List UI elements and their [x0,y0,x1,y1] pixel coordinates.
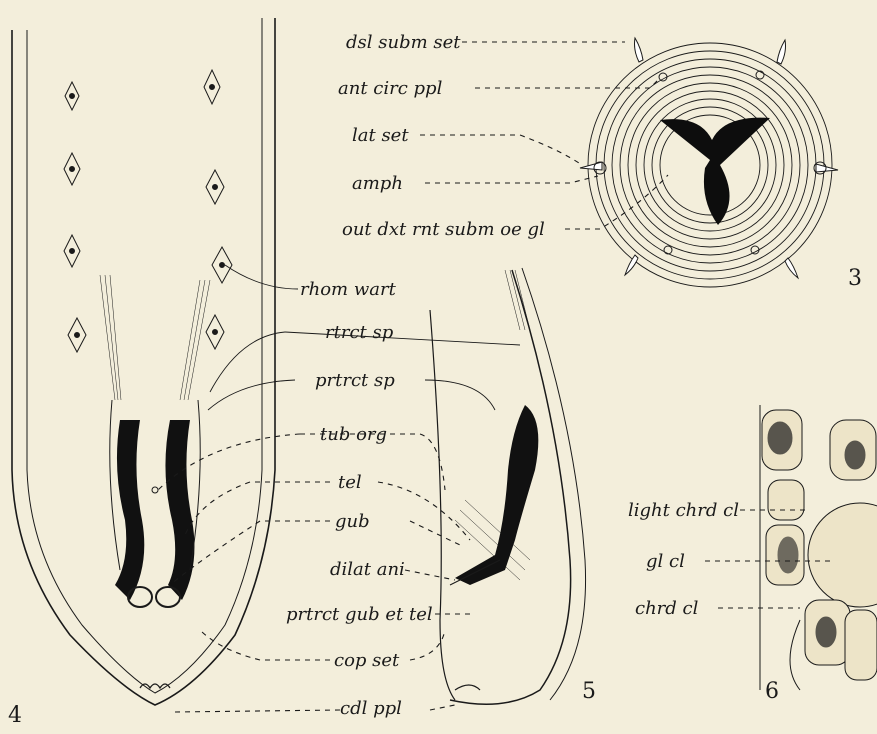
label-ant-circ-ppl: ant circ ppl [338,78,443,99]
figure-number-4: 4 [8,703,22,728]
label-gub: gub [335,511,370,532]
label-cdl-ppl: cdl ppl [340,698,402,719]
spicules-fig5 [455,405,538,585]
label-prtrct-gub-et-tel: prtrct gub et tel [286,604,433,625]
label-chrd-cl: chrd cl [635,598,699,619]
label-lat-set: lat set [352,125,409,146]
label-out-dxt-rnt-subm-oe-gl: out dxt rnt subm oe gl [342,219,545,240]
figure-number-6: 6 [765,679,779,704]
label-tub-org: tub org [320,424,387,445]
figure-6-cells [760,405,877,690]
figure-4-tail-ventral [12,18,275,705]
label-dilat-ani: dilat ani [330,559,405,580]
rhomboid-warts [64,70,232,352]
label-dsl-subm-set: dsl subm set [346,32,461,53]
label-tel: tel [338,472,362,493]
figure-5-tail-lateral [430,268,586,704]
label-cop-set: cop set [334,650,400,671]
label-amph: amph [352,173,403,194]
label-rhom-wart: rhom wart [300,279,397,300]
label-rtrct-sp: rtrct sp [325,322,394,343]
label-gl-cl: gl cl [646,551,685,572]
label-prtrct-sp: prtrct sp [315,370,395,391]
retractor-fibres [100,275,210,400]
spicules-fig4 [110,400,200,607]
figure-number-5: 5 [582,679,596,704]
label-light-chrd-cl: light chrd cl [628,500,739,521]
figure-3-head-en-face [580,38,838,287]
stoma [660,118,770,225]
figure-number-3: 3 [848,266,862,291]
